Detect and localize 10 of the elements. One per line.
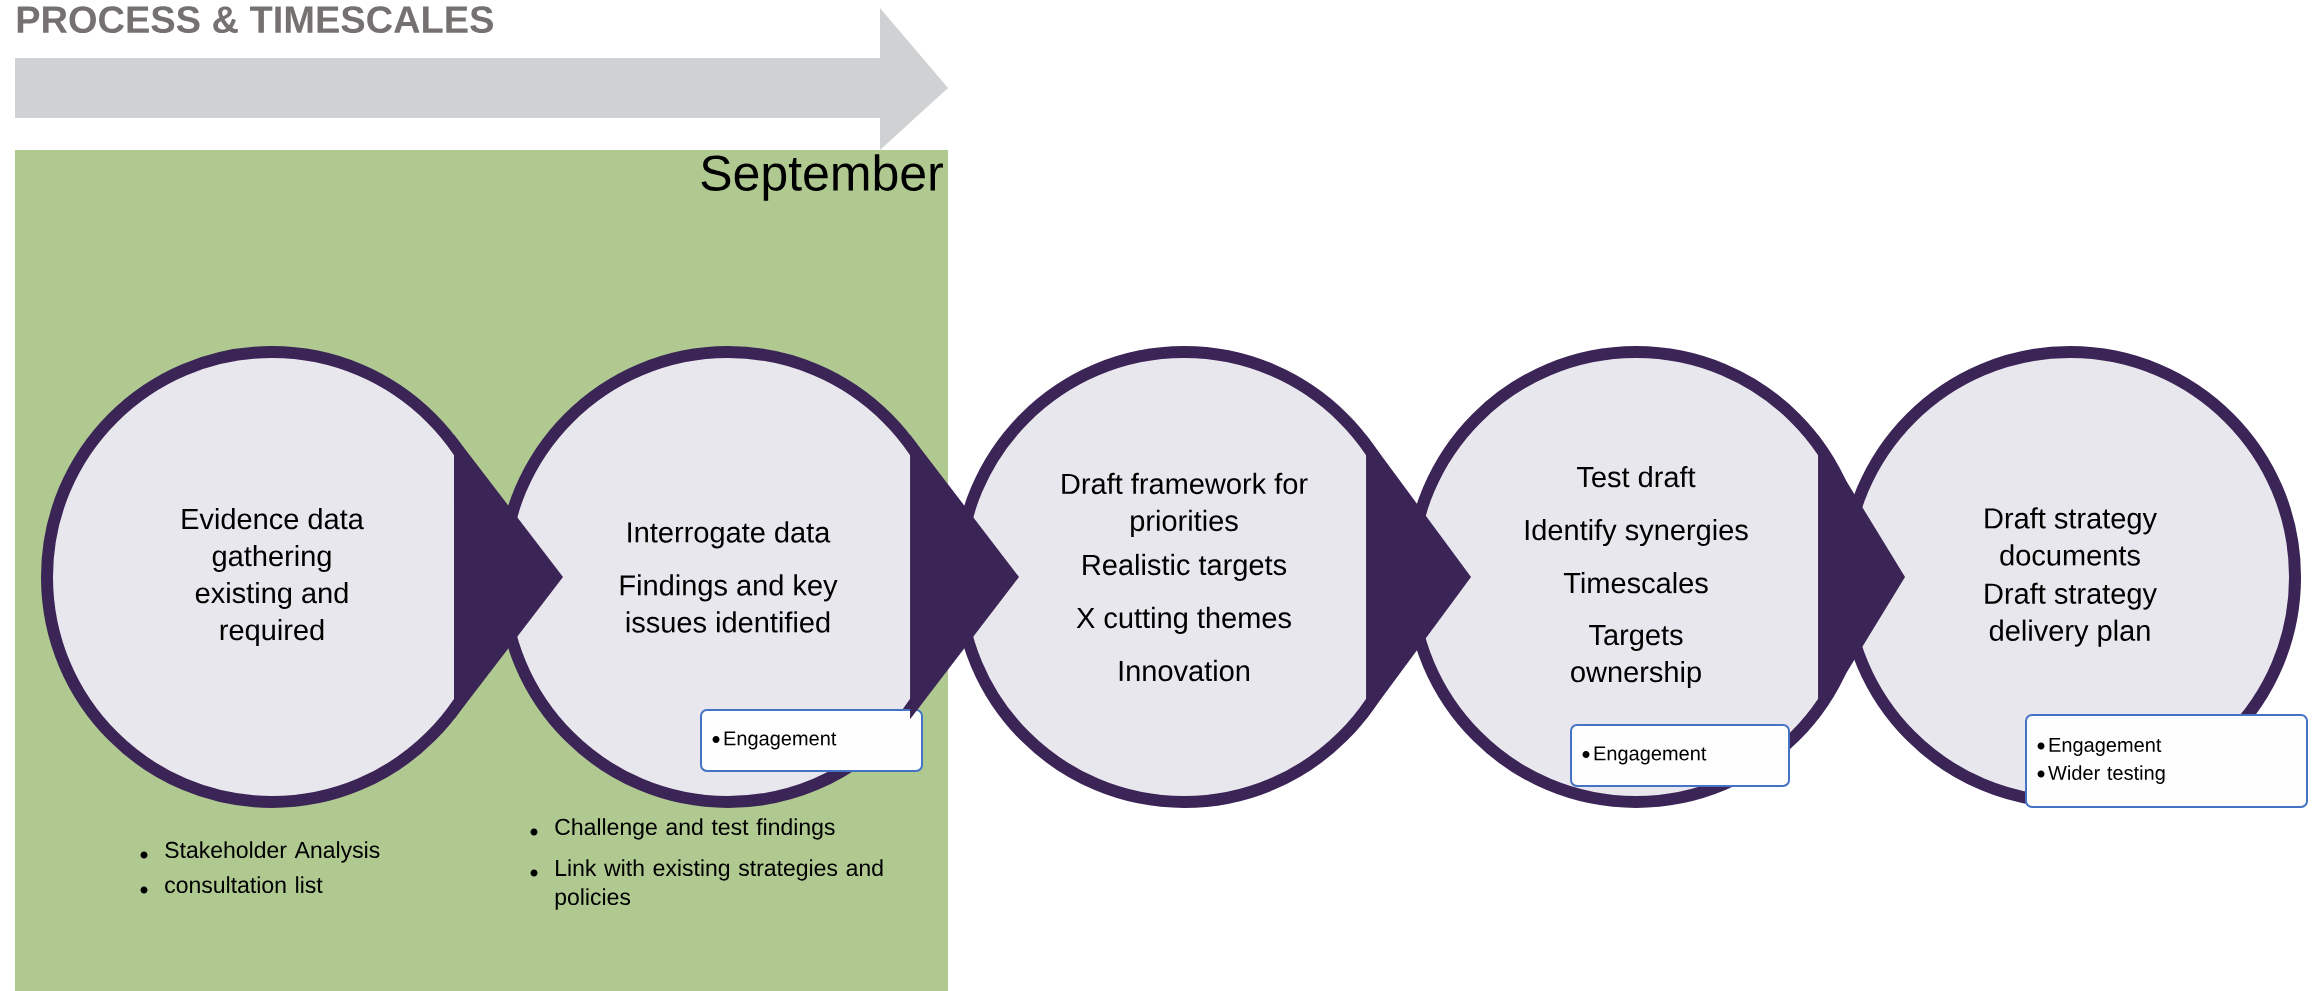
chevron-arrow [1366, 434, 1471, 720]
bullet-item: Challenge and test findings [555, 818, 835, 840]
note-box: Engagement Wider testing [2025, 714, 2309, 808]
chevron-arrow [454, 434, 563, 720]
title: PROCESS & TIMESCALES [17, 6, 493, 34]
bullet-item: Stakeholder Analysis [165, 841, 380, 863]
bullet-item: consultation list [165, 876, 323, 894]
chevron-arrow [1818, 434, 1905, 720]
bullet-item: Link with existing strategies and policies [555, 859, 883, 910]
chevron-arrow [910, 434, 1019, 720]
